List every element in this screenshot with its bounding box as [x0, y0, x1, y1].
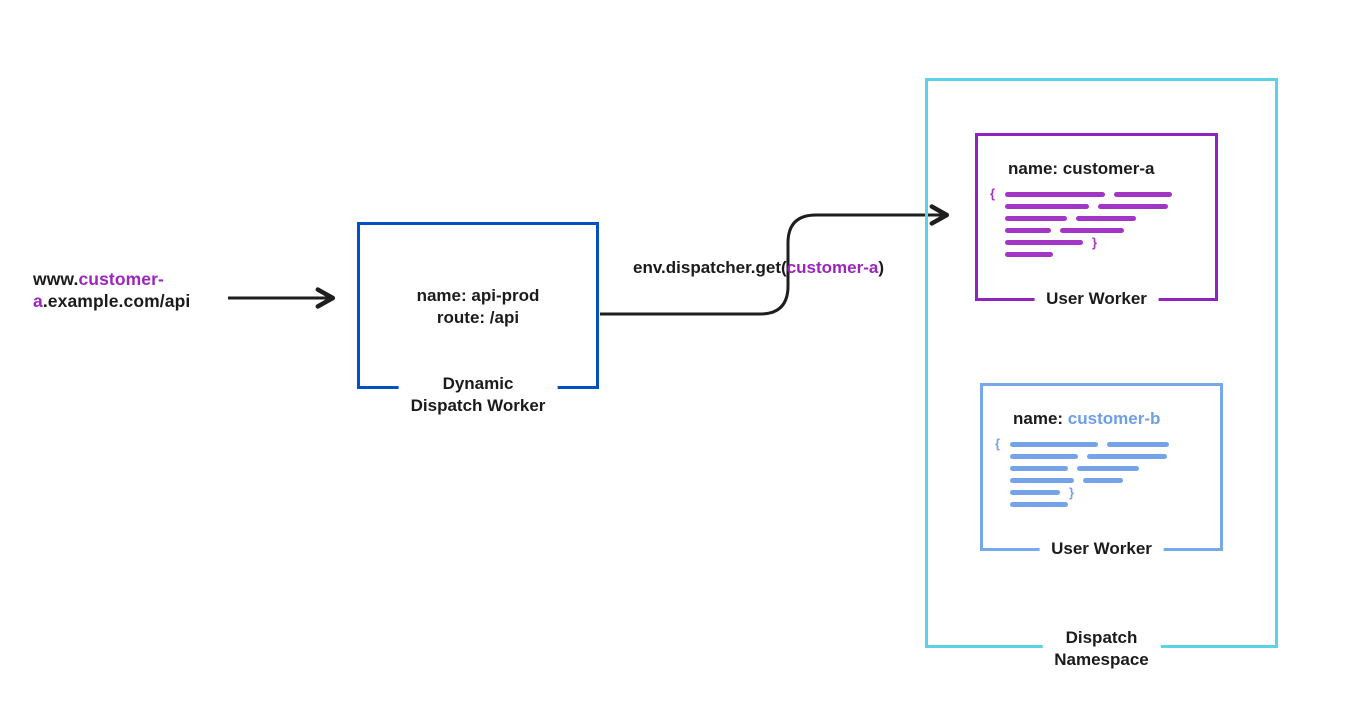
request-url: www.customer- a.example.com/api [33, 268, 190, 312]
dynamic-dispatch-worker-box: name: api-prod route: /api Dynamic Dispa… [357, 222, 599, 417]
worker-b-code-snippet: { } [995, 437, 1169, 514]
code-line [1010, 478, 1169, 483]
namespace-caption-line2: Namespace [1054, 650, 1149, 669]
dispatcher-call-suffix: ) [878, 258, 884, 277]
worker-b-name-prefix: name: [1013, 409, 1068, 428]
dispatch-worker-caption: Dynamic Dispatch Worker [398, 373, 558, 417]
code-line [1005, 216, 1172, 221]
code-brace-close: } [1092, 235, 1098, 250]
url-customer-highlight-2: a [33, 291, 43, 311]
code-line [1005, 228, 1172, 233]
worker-a-caption: User Worker [1034, 288, 1159, 310]
url-www: www. [33, 269, 79, 289]
worker-a-code-snippet: { } [990, 187, 1172, 264]
code-line [1010, 466, 1169, 471]
code-line: } [1005, 235, 1172, 250]
url-rest: .example.com/api [42, 291, 191, 311]
code-line [1005, 192, 1172, 197]
worker-a-name: name: customer-a [1008, 159, 1155, 178]
dispatch-worker-config: name: api-prod route: /api [360, 285, 596, 329]
dispatch-worker-route: route: /api [436, 308, 520, 327]
code-brace-open: { [990, 186, 996, 201]
worker-b-name: name: customer-b [1013, 408, 1160, 430]
dispatcher-call-arg: customer-a [786, 258, 879, 277]
code-brace-open: { [995, 436, 1001, 451]
user-worker-a-box: name: customer-a { } User Worker [975, 133, 1218, 310]
code-line [1005, 204, 1172, 209]
dispatch-worker-caption-line1: Dynamic [442, 374, 514, 393]
dispatch-namespace-box: Dispatch Namespace [925, 78, 1278, 671]
dispatch-worker-caption-line2: Dispatch Worker [410, 396, 546, 415]
namespace-caption: Dispatch Namespace [1042, 627, 1161, 671]
user-worker-b-box: name: customer-b { } User Worker [980, 383, 1223, 560]
dispatch-worker-name: name: api-prod [416, 286, 540, 305]
code-line [1010, 442, 1169, 447]
worker-b-caption: User Worker [1039, 538, 1164, 560]
code-line [1010, 502, 1169, 507]
code-line: } [1010, 485, 1169, 500]
url-customer-highlight: customer- [78, 269, 164, 289]
namespace-caption-line1: Dispatch [1065, 628, 1138, 647]
code-line [1005, 252, 1172, 257]
worker-b-name-value: customer-b [1067, 409, 1161, 428]
code-brace-close: } [1069, 485, 1075, 500]
dispatcher-call-label: env.dispatcher.get(customer-a) [633, 257, 884, 279]
dispatcher-call-prefix: env.dispatcher.get( [633, 258, 787, 277]
code-line [1010, 454, 1169, 459]
